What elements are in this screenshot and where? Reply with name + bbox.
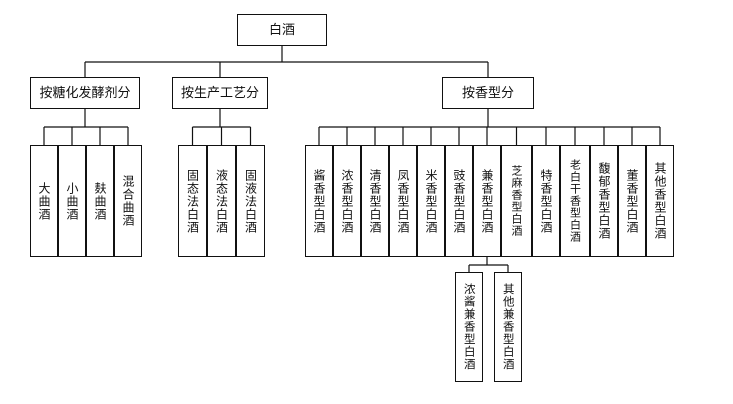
leaf-node: 凤香型白酒: [389, 145, 417, 257]
leaf-node: 麸曲酒: [86, 145, 114, 257]
leaf-node: 董香型白酒: [618, 145, 646, 257]
leaf-node: 小曲酒: [58, 145, 86, 257]
leaf-node: 大曲酒: [30, 145, 58, 257]
category-label: 按香型分: [461, 85, 514, 101]
root-label: 白酒: [268, 22, 295, 38]
leaf-node: 兼香型白酒: [473, 145, 501, 257]
leaf-node: 混合曲酒: [114, 145, 142, 257]
category-by-production-process: 按生产工艺分: [172, 77, 268, 109]
leaf-node: 馥郁香型白酒: [590, 145, 618, 257]
sub-leaf-node: 其他兼香型白酒: [494, 272, 522, 382]
leaf-node: 豉香型白酒: [445, 145, 473, 257]
leaf-node: 固液法白酒: [236, 145, 265, 257]
category-by-aroma-type: 按香型分: [442, 77, 534, 109]
category-label: 按生产工艺分: [180, 85, 259, 101]
leaf-node: 固态法白酒: [178, 145, 207, 257]
category-label: 按糖化发酵剂分: [39, 85, 131, 101]
leaf-node: 特香型白酒: [532, 145, 560, 257]
leaf-node: 其他香型白酒: [646, 145, 674, 257]
leaf-node: 米香型白酒: [417, 145, 445, 257]
leaf-node: 浓香型白酒: [333, 145, 361, 257]
root-node: 白酒: [237, 14, 327, 46]
leaf-node: 酱香型白酒: [305, 145, 333, 257]
leaf-node: 芝麻香型白酒: [501, 145, 532, 257]
sub-leaf-node: 浓酱兼香型白酒: [455, 272, 483, 382]
leaf-node: 老白干香型白酒: [560, 145, 590, 257]
leaf-node: 清香型白酒: [361, 145, 389, 257]
leaf-node: 液态法白酒: [207, 145, 236, 257]
category-by-fermentation-agent: 按糖化发酵剂分: [30, 77, 140, 109]
